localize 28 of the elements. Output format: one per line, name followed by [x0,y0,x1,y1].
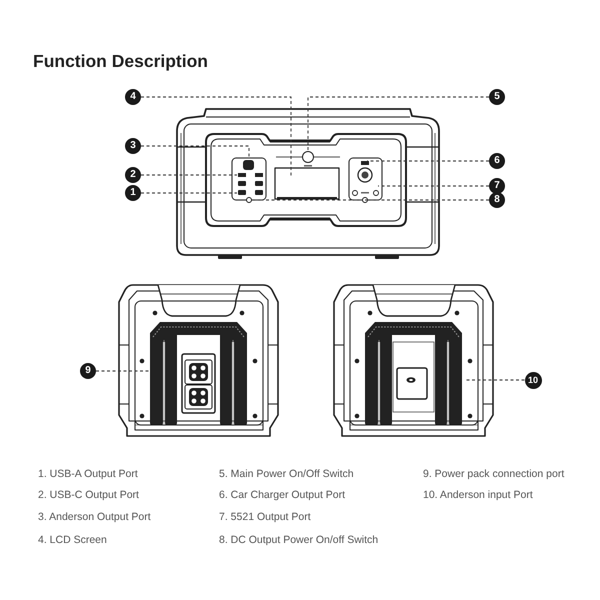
callout-number: 5 [489,89,505,105]
leader-line [96,370,150,372]
part-description: 8. DC Output Power On/off Switch [219,534,378,547]
callout-number: 7 [489,178,505,194]
leader-line [140,174,238,176]
part-description: 1. USB-A Output Port [38,468,138,481]
part-description: 2. USB-C Output Port [38,489,139,502]
part-description: 10. Anderson input Port [423,489,533,502]
part-description: 4. LCD Screen [38,534,107,547]
callout-number: 2 [125,167,141,183]
leader-line [140,96,292,178]
callout-number: 8 [489,192,505,208]
callout-number: 10 [524,372,542,388]
leader-line [140,192,238,194]
callout-number: 4 [125,89,141,105]
leader-line [140,146,250,160]
part-description: 5. Main Power On/Off Switch [219,468,354,481]
callout-number: 6 [489,153,505,169]
part-description: 3. Anderson Output Port [38,511,151,524]
part-description: 7. 5521 Output Port [219,511,311,524]
leader-line [366,160,490,162]
part-description: 6. Car Charger Output Port [219,489,346,502]
part-description: 9. Power pack connection port [423,468,564,481]
callout-number: 3 [125,138,141,154]
title: Function Description [33,52,208,72]
leader-line [308,96,490,152]
callout-number: 1 [125,185,141,201]
callout-number: 9 [80,363,96,379]
